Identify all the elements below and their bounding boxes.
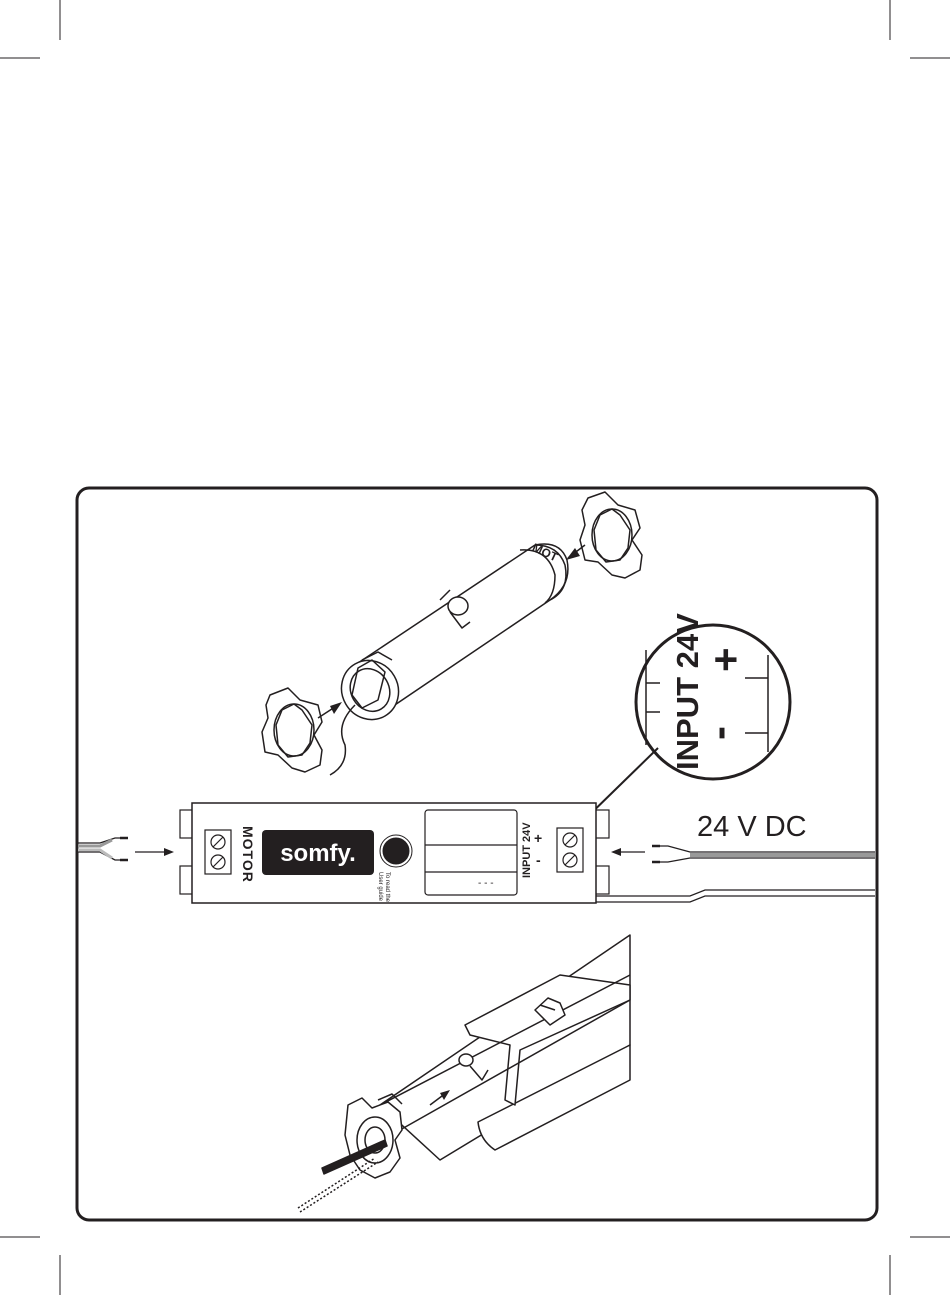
adapter-crown-right	[580, 492, 642, 578]
input-terminal-label: INPUT 24V	[521, 822, 533, 878]
callout-input-label: INPUT 24V	[670, 613, 705, 770]
input-plus-sign: +	[534, 830, 542, 846]
motor-cable	[78, 838, 128, 860]
input-minus-sign: -	[536, 852, 541, 868]
tube-assembly-illustration	[298, 935, 630, 1212]
callout-minus-sign: -	[695, 726, 742, 740]
adapter-crown-left	[262, 688, 322, 772]
arrowhead-power-cable	[611, 848, 621, 856]
motor-illustration	[330, 544, 568, 775]
product-label-dashes: - - -	[478, 878, 494, 889]
power-supply-label: 24 V DC	[697, 811, 807, 843]
motor-terminal-label: MOTOR	[240, 826, 256, 883]
controller-button	[383, 838, 409, 864]
arrowhead-left-adapter	[330, 702, 342, 714]
callout-plus-sign: +	[702, 647, 749, 672]
user-guide-note-line2: User guide	[377, 872, 383, 902]
input-callout: INPUT 24V + -	[636, 613, 790, 779]
product-label	[425, 810, 517, 895]
arrowhead-motor-cable	[164, 848, 174, 856]
power-cable	[596, 846, 875, 902]
user-guide-note-line1: To read the	[384, 872, 390, 903]
controller-box: MOTOR somfy. To read the User guide - - …	[180, 803, 609, 903]
somfy-logo: somfy.	[280, 840, 356, 867]
